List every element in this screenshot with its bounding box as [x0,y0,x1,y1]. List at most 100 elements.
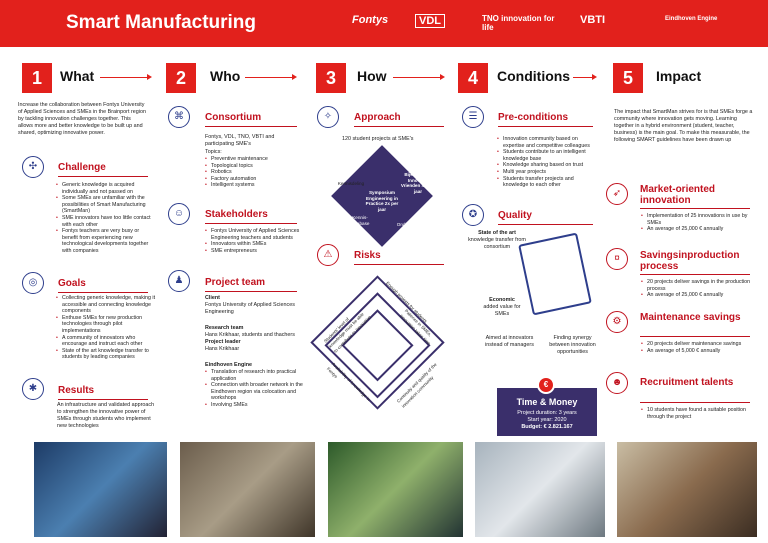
diamond-label-left: Kennisdeling [337,181,365,186]
clipboard-illustration [518,232,592,316]
list-item: 20 projects deliver savings in the produ… [641,279,751,292]
checklist-icon: ☰ [462,106,484,128]
list-item: Intelligent systems [205,182,297,189]
approach-intro: 120 student projects at SME's [342,136,414,142]
eindhoven-engine-logo: Eindhoven Engine [665,16,718,22]
divider [58,292,148,293]
target-icon: ◎ [22,272,44,294]
quality-knowledge-transfer: knowledge transfer from consortium [468,237,526,250]
step-arrow [100,74,152,80]
photo-robot-arm [180,442,315,537]
list-item: Innovators within SMEs [205,241,301,248]
divider [640,336,750,337]
list-item: Implementation of 25 innovations in use … [641,213,751,226]
fontys-logo: Fontys [352,14,389,26]
topics-list: Preventive maintenance Topological topic… [205,156,297,189]
lightbulb-icon: ✱ [22,378,44,400]
step-title-impact: Impact [656,68,702,84]
project-duration: Project duration: 3 years [517,410,577,416]
wrench-icon: ⚙ [606,311,628,333]
list-item: Involving SMEs [205,402,303,409]
list-item: 10 students have found a suitable positi… [641,407,751,420]
vdl-logo: VDL [415,14,445,28]
quality-added-value: added value for SMEs [483,304,521,317]
list-item: An average of 25,000 € annually [641,292,751,299]
page-title: Smart Manufacturing [66,12,257,33]
rocket-icon: ➶ [606,183,628,205]
consortium-heading: Consortium [205,112,262,123]
topics-label: Topics: [205,149,222,155]
list-item: Collecting generic knowledge, making it … [56,295,156,315]
list-item: Innovation community based on expertise … [497,136,600,149]
engine-list: Translation of research into practical a… [205,369,303,409]
step-arrow [393,74,445,80]
people-icon: ☺ [168,203,190,225]
photo-lab-workers [34,442,167,537]
team-icon: ♟ [168,270,190,292]
quality-heading: Quality [498,210,532,221]
divider [354,264,444,265]
divider [205,223,297,224]
vbti-logo: VBTI [580,14,606,26]
list-item: 20 projects deliver maintenance savings [641,341,751,348]
project-leader-label: Project leader [205,339,241,345]
header-bar: Smart Manufacturing Fontys VDL TNO innov… [0,0,768,47]
recruitment-list: 10 students have found a suitable positi… [641,407,751,420]
euro-icon: € [537,376,555,394]
divider [205,291,297,292]
project-leader-value: Hans Krikhaar [205,346,240,352]
photo-team-meeting [617,442,757,537]
divider [498,126,593,127]
goals-heading: Goals [58,278,86,289]
divider [205,126,297,127]
preconditions-list: Innovation community based on expertise … [497,136,600,189]
research-team-value: Hans Krikhaar, students and thachers [205,332,295,338]
results-heading: Results [58,385,95,396]
impact-intro: The impact that SmartMan strives for is … [614,109,753,143]
diamond-label-bottom-right: Onderzoek best practices [396,222,430,233]
photo-greenhouse [328,442,463,537]
step-number-2: 2 [166,63,196,93]
list-item: Students contribute to an intelligent kn… [497,149,600,162]
goals-list: Collecting generic knowledge, making it … [56,295,156,361]
quality-innovators: Aimed at innovators instead of managers [485,335,534,348]
badge-icon: ✪ [462,204,484,226]
quality-synergy: Finding synergy between innovation oppor… [549,335,596,355]
list-item: Knowledge sharing based on trust [497,162,600,169]
stakeholders-list: Fontys University of Applied Sciences En… [205,228,301,254]
step-title-conditions: Conditions [497,68,571,84]
step-number-4: 4 [458,63,488,93]
talent-icon: ☻ [606,372,628,394]
list-item: Translation of research into practical a… [205,369,303,382]
project-team-heading: Project team [205,277,266,288]
compass-icon: ✧ [317,106,339,128]
time-money-heading: Time & Money [516,397,578,407]
list-item: Generic knowledge is acquired individual… [56,182,156,195]
divider [498,224,593,225]
list-item: Fontys University of Applied Sciences En… [205,228,301,241]
diamond-label-center: Symposium Engineering in Practice 2x per… [365,190,399,212]
divider [640,274,750,275]
warning-icon: ⚠ [317,244,339,266]
challenge-heading: Challenge [58,162,106,173]
quality-economic: Economic [489,297,515,303]
step-number-3: 3 [316,63,346,93]
divider [58,176,148,177]
list-item: Connection with broader network in the E… [205,382,303,402]
list-item: Multi year projects [497,169,600,176]
recruitment-heading: Recruitment talents [640,377,734,388]
list-item: Robotics [205,169,297,176]
what-intro: Increase the collaboration between Fonty… [18,102,146,136]
maintenance-list: 20 projects deliver maintenance savings … [641,341,751,354]
list-item: Students transfer projects and knowledge… [497,176,600,189]
diamond-label-bottom-left: Kennis-database [350,215,370,226]
tno-logo: TNO innovation for life [482,14,555,32]
divider [354,126,444,127]
step-number-1: 1 [22,63,52,93]
challenge-list: Generic knowledge is acquired individual… [56,182,156,255]
market-list: Implementation of 25 innovations in use … [641,213,751,233]
puzzle-icon: ✣ [22,156,44,178]
org-chart-icon: ⌘ [168,106,190,128]
diamond-label-top-right: Bijeenkomst Innovatie Vrienden 4x per ja… [400,172,436,194]
list-item: Fontys teachers are very busy or benefit… [56,228,156,254]
